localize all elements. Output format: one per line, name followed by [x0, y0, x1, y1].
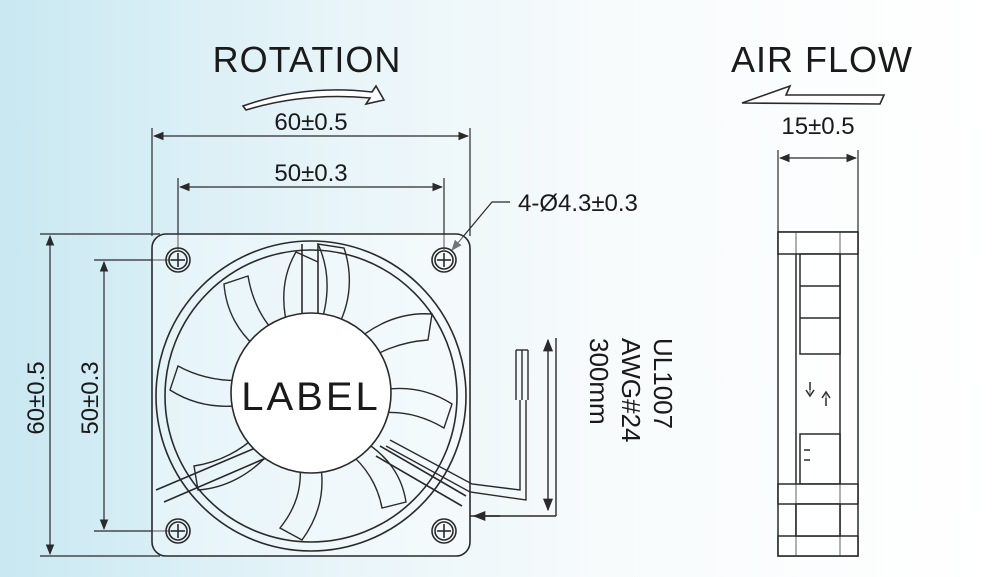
mount-hole-leader	[451, 201, 510, 251]
lead-wires	[385, 338, 557, 522]
wire-spec-line1: UL1007	[648, 338, 678, 429]
outer-height-label: 60±0.5	[23, 361, 50, 434]
mount-holes-label: 4-Ø4.3±0.3	[518, 190, 638, 217]
mount-hole-icons	[165, 247, 457, 544]
center-label: LABEL	[241, 375, 381, 419]
air-flow-heading: AIR FLOW	[731, 39, 913, 80]
wire-spec-line3: 300mm	[584, 338, 614, 425]
wire-spec-line2: AWG#24	[616, 338, 646, 443]
fan-blades	[169, 243, 453, 541]
hole-height-label: 50±0.3	[77, 361, 104, 434]
fan-front-view	[151, 233, 471, 557]
fan-side-view	[777, 231, 859, 557]
hole-width-label: 50±0.3	[274, 160, 347, 187]
air-flow-arrow-icon	[741, 84, 886, 105]
thickness-label: 15±0.5	[781, 113, 854, 140]
rotation-heading: ROTATION	[213, 39, 402, 80]
rotation-arrow-icon	[241, 84, 386, 111]
outer-width-label: 60±0.5	[274, 109, 347, 136]
